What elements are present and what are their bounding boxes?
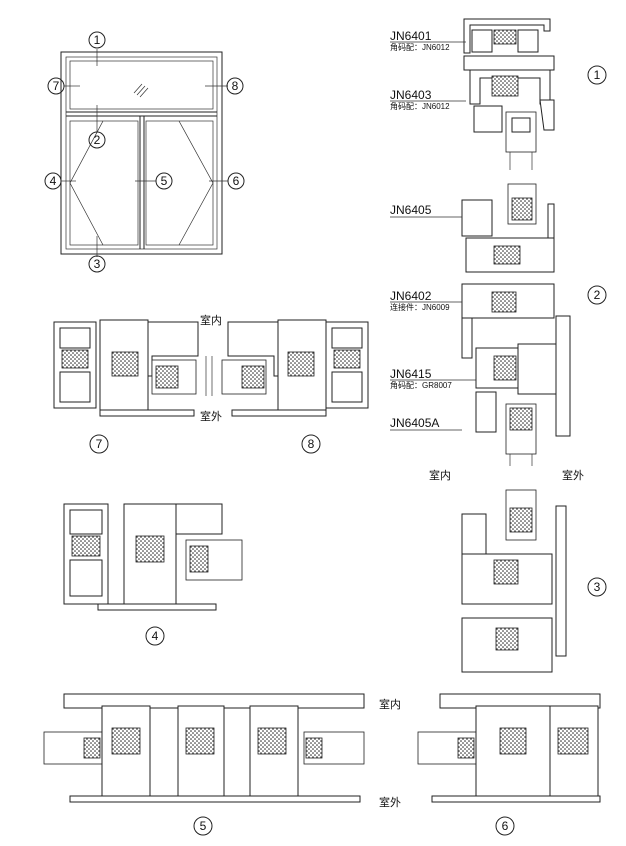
marker-7-elevation: 7 bbox=[47, 77, 65, 95]
marker-4-elevation: 4 bbox=[44, 172, 62, 190]
marker-label: 8 bbox=[232, 79, 239, 93]
profile-code: JN6402 bbox=[390, 289, 432, 303]
callout-markers: 1 7 8 2 4 5 6 3 1 2 3 7 8 4 5 6 bbox=[44, 31, 607, 836]
profile-sub: 连接件：JN6009 bbox=[390, 302, 450, 312]
marker-label: 2 bbox=[594, 288, 601, 302]
indoor-label: 室内 bbox=[429, 468, 451, 482]
profile-code: JN6405A bbox=[390, 416, 439, 430]
indoor-label: 室内 bbox=[379, 697, 401, 711]
marker-label: 6 bbox=[502, 819, 509, 833]
marker-label: 8 bbox=[308, 437, 315, 451]
profile-labels: JN6401 角码配：JN6012 JN6403 角码配：JN6012 JN64… bbox=[390, 29, 476, 431]
marker-label: 7 bbox=[53, 79, 60, 93]
profile-section-4 bbox=[63, 503, 243, 611]
marker-label: 1 bbox=[94, 33, 101, 47]
marker-label: 4 bbox=[50, 174, 57, 188]
profile-section-5 bbox=[43, 693, 365, 803]
profile-section-2 bbox=[461, 183, 571, 466]
marker-8-section: 8 bbox=[301, 434, 321, 454]
marker-5-section: 5 bbox=[193, 816, 213, 836]
marker-2-section: 2 bbox=[587, 285, 607, 305]
marker-6-elevation: 6 bbox=[227, 172, 245, 190]
orientation-labels: 室内 室外 室内 室外 室内 室外 bbox=[200, 313, 584, 809]
marker-label: 2 bbox=[94, 133, 101, 147]
marker-8-elevation: 8 bbox=[226, 77, 244, 95]
profile-code: JN6401 bbox=[390, 29, 432, 43]
indoor-label: 室内 bbox=[200, 313, 222, 327]
profile-section-7 bbox=[53, 319, 199, 417]
marker-label: 1 bbox=[594, 68, 601, 82]
marker-1-section: 1 bbox=[587, 65, 607, 85]
profile-section-1 bbox=[463, 18, 555, 170]
profile-section-3 bbox=[461, 489, 567, 673]
marker-label: 5 bbox=[161, 174, 168, 188]
outdoor-label: 室外 bbox=[562, 468, 584, 482]
marker-label: 4 bbox=[152, 629, 159, 643]
marker-7-section: 7 bbox=[89, 434, 109, 454]
profile-code: JN6405 bbox=[390, 203, 432, 217]
marker-label: 3 bbox=[594, 580, 601, 594]
outdoor-label: 室外 bbox=[379, 795, 401, 809]
window-elevation bbox=[60, 49, 228, 257]
profile-code: JN6415 bbox=[390, 367, 432, 381]
profile-code: JN6403 bbox=[390, 88, 432, 102]
profile-section-8 bbox=[221, 319, 369, 417]
marker-3-elevation: 3 bbox=[88, 255, 106, 273]
marker-3-section: 3 bbox=[587, 577, 607, 597]
marker-label: 5 bbox=[200, 819, 207, 833]
marker-label: 7 bbox=[96, 437, 103, 451]
marker-2-elevation: 2 bbox=[88, 131, 106, 149]
marker-4-section: 4 bbox=[145, 626, 165, 646]
marker-1-elevation: 1 bbox=[88, 31, 106, 49]
profile-section-6 bbox=[417, 693, 601, 803]
marker-label: 3 bbox=[94, 257, 101, 271]
marker-5-elevation: 5 bbox=[155, 172, 173, 190]
profile-sub: 角码配：JN6012 bbox=[390, 42, 450, 52]
profile-sub: 角码配：JN6012 bbox=[390, 101, 450, 111]
marker-6-section: 6 bbox=[495, 816, 515, 836]
profile-sub: 角码配：GR8007 bbox=[390, 380, 452, 390]
marker-label: 6 bbox=[233, 174, 240, 188]
outdoor-label: 室外 bbox=[200, 409, 222, 423]
